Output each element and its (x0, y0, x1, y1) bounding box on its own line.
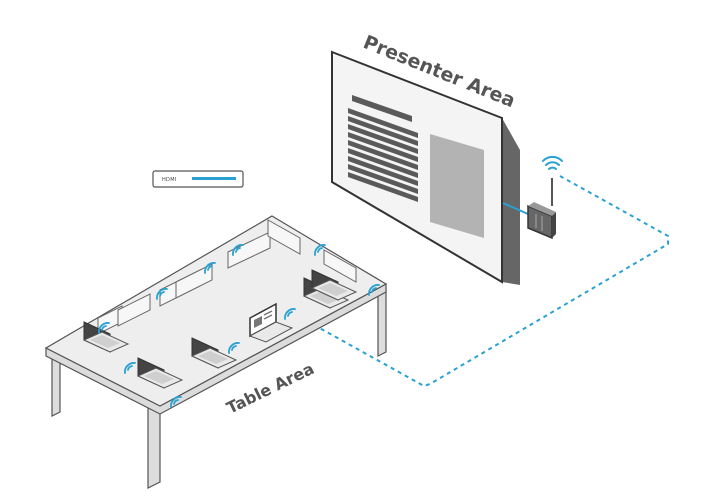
display-text-lines (348, 95, 418, 202)
hdmi-button: HDMI (152, 170, 244, 188)
display-image-block (430, 134, 484, 238)
receiver-cable (502, 202, 529, 215)
table-top (44, 215, 388, 407)
presenter-display: Presenter Area (331, 31, 520, 285)
hdmi-bar (192, 177, 236, 180)
table-leg (377, 287, 387, 357)
hdmi-label: HDMI (162, 177, 177, 183)
laptop-presenting-icon (248, 302, 294, 343)
table-dividers (97, 219, 357, 335)
laptops (83, 269, 357, 389)
receiver-wifi-icon (542, 155, 563, 170)
receiver-unit (502, 155, 563, 240)
